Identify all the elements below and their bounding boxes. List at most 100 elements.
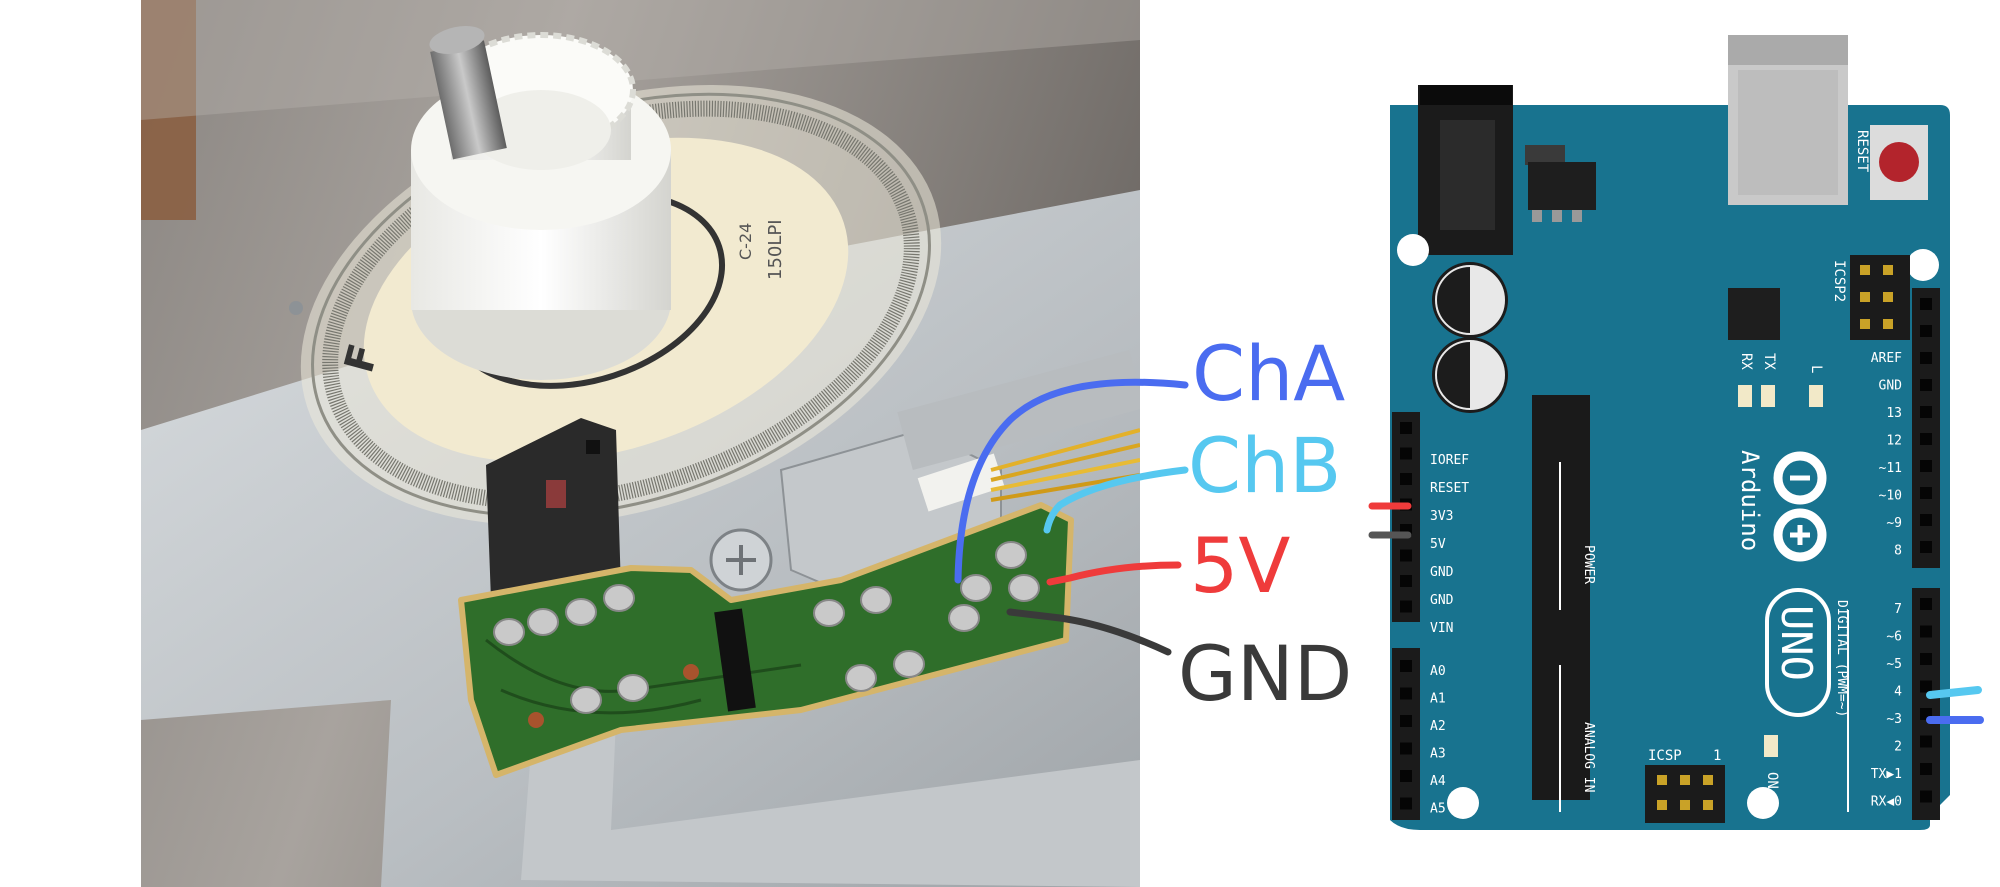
power-pin-label: VIN <box>1430 621 1453 636</box>
digital-pin-socket[interactable] <box>1920 406 1932 418</box>
digital-pin-label: ~9 <box>1886 516 1902 531</box>
digital-pin-label: ~3 <box>1886 712 1902 727</box>
analog-header <box>1392 648 1420 820</box>
digital-pin-label: ~5 <box>1886 657 1902 672</box>
power-pin-socket[interactable] <box>1400 600 1412 613</box>
arduino-brand: Arduino <box>1736 450 1764 551</box>
reset-label: RESET <box>1854 130 1870 173</box>
power-pin-socket[interactable] <box>1400 549 1412 562</box>
digital-pin-socket[interactable] <box>1920 541 1932 553</box>
power-label: POWER <box>1581 545 1596 584</box>
digital-pin-label: 2 <box>1894 740 1902 755</box>
power-pin-label: 5V <box>1430 537 1446 552</box>
icsp2-header <box>1850 255 1910 340</box>
power-pin-socket[interactable] <box>1400 524 1412 536</box>
usb-port <box>1728 35 1848 205</box>
tx-label: TX <box>1761 353 1777 370</box>
digital-pin-socket[interactable] <box>1920 352 1932 364</box>
voltage-regulator <box>1525 145 1596 222</box>
analog-pin-socket[interactable] <box>1400 715 1412 727</box>
board-pcb <box>1390 105 1950 830</box>
analog-pin-label: A2 <box>1430 719 1446 734</box>
digital-pin-socket[interactable] <box>1920 514 1932 526</box>
capacitor-1 <box>1432 262 1508 338</box>
digital-pin-label: 4 <box>1894 685 1902 700</box>
analog-pin-label: A5 <box>1430 802 1446 817</box>
power-pin-socket[interactable] <box>1400 473 1412 485</box>
arduino-uno-board: RESET ICSP2 RX TX L ON Arduin <box>1380 30 1960 840</box>
digital-pin-label: 13 <box>1886 406 1902 421</box>
digital-pin-socket[interactable] <box>1920 625 1932 638</box>
icsp-label: ICSP <box>1648 748 1682 764</box>
label-5v: 5V <box>1190 521 1290 610</box>
mounting-hole <box>1747 787 1779 819</box>
digital-pin-label: 8 <box>1894 544 1902 559</box>
power-pin-socket[interactable] <box>1400 575 1412 587</box>
icsp2-label: ICSP2 <box>1831 260 1847 302</box>
usb-chip <box>1728 288 1780 340</box>
digital-pin-socket[interactable] <box>1920 298 1932 310</box>
icsp-header <box>1645 765 1725 823</box>
mounting-hole <box>1397 234 1429 266</box>
analog-pin-socket[interactable] <box>1400 770 1412 782</box>
l-led <box>1809 385 1823 407</box>
digital-pin-label: TX▶1 <box>1871 767 1902 782</box>
motor-shaft <box>429 26 507 160</box>
disk-label-lpi: 150LPI <box>765 219 786 280</box>
label-cha: ChA <box>1192 329 1345 418</box>
power-pin-label: GND <box>1430 593 1454 608</box>
digital-pin-label: GND <box>1879 379 1903 394</box>
power-header <box>1392 412 1420 622</box>
analog-pin-label: A4 <box>1430 774 1446 789</box>
capacitor-2 <box>1432 337 1508 413</box>
power-pin-socket[interactable] <box>1400 447 1412 460</box>
digital-pin-socket[interactable] <box>1920 735 1932 748</box>
analog-pin-label: A3 <box>1430 747 1446 762</box>
digital-pin-socket[interactable] <box>1920 598 1932 610</box>
power-pin-label: 3V3 <box>1430 509 1453 524</box>
digital-pin-socket[interactable] <box>1920 708 1932 720</box>
power-pin-socket[interactable] <box>1400 498 1412 511</box>
digital-pin-socket[interactable] <box>1920 790 1932 803</box>
l-label: L <box>1808 365 1824 373</box>
digital-pin-label: RX◀0 <box>1871 795 1902 810</box>
digital-pin-socket[interactable] <box>1920 653 1932 665</box>
label-chb: ChB <box>1188 421 1341 510</box>
arduino-logo <box>1773 451 1827 562</box>
reset-button[interactable] <box>1870 125 1928 200</box>
uno-label: UNO <box>1772 605 1821 681</box>
power-pin-label: IOREF <box>1430 453 1469 468</box>
digital-pin-socket[interactable] <box>1920 763 1932 775</box>
dc-power-jack <box>1418 85 1513 255</box>
digital-pin-socket[interactable] <box>1920 379 1932 391</box>
analog-pin-label: A1 <box>1430 692 1446 707</box>
power-pin-socket[interactable] <box>1400 422 1412 434</box>
power-pin-label: GND <box>1430 565 1454 580</box>
digital-pin-socket[interactable] <box>1920 325 1932 337</box>
encoder-pcb <box>458 502 1074 778</box>
rx-led <box>1738 385 1752 407</box>
digital-pin-label: 7 <box>1894 602 1902 617</box>
digital-pin-label: ~6 <box>1886 630 1902 645</box>
digital-pin-socket[interactable] <box>1920 487 1932 499</box>
power-pin-label: RESET <box>1430 481 1469 496</box>
label-gnd: GND <box>1178 629 1352 718</box>
digital-pin-label: 12 <box>1886 434 1902 449</box>
digital-pin-socket[interactable] <box>1920 680 1932 693</box>
disk-label-c24: C-24 <box>736 223 755 260</box>
mounting-hole <box>1447 787 1479 819</box>
digital-pin-socket[interactable] <box>1920 460 1932 472</box>
digital-pin-socket[interactable] <box>1920 433 1932 445</box>
analog-pin-label: A0 <box>1430 664 1446 679</box>
digital-label: DIGITAL (PWM=~) <box>1834 600 1849 717</box>
rx-label: RX <box>1738 353 1754 370</box>
mounting-hole <box>1907 249 1939 281</box>
on-label: ON <box>1764 772 1780 789</box>
analog-pin-socket[interactable] <box>1400 660 1412 672</box>
analog-pin-socket[interactable] <box>1400 742 1412 755</box>
encoder-photo: C-24 150LPI F <box>141 0 1140 887</box>
digital-pin-label: ~11 <box>1879 461 1902 476</box>
analog-pin-socket[interactable] <box>1400 797 1412 810</box>
analog-pin-socket[interactable] <box>1400 687 1412 700</box>
tx-led <box>1761 385 1775 407</box>
